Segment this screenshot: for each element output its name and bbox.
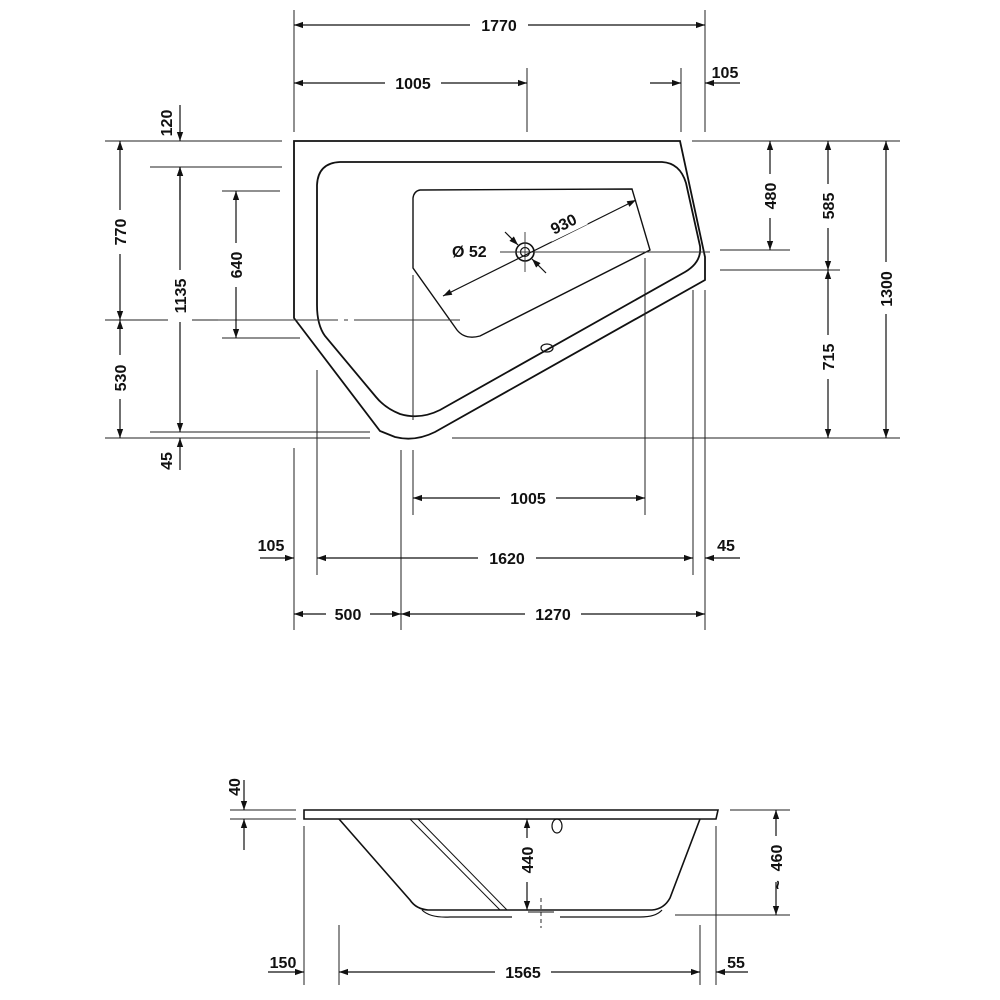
dim-inner-depth-left: 1135 <box>173 279 190 314</box>
dim-width-left-to-drain: 1005 <box>395 76 431 93</box>
section-dimension-lines <box>240 780 780 976</box>
dim-offset-right: 55 <box>727 955 745 972</box>
dim-inner-depth: 440 <box>520 847 537 874</box>
dim-rim-thickness: 40 <box>227 778 244 796</box>
plan-extension-lines <box>105 10 900 630</box>
dim-offset-right-bottom: 45 <box>717 538 735 555</box>
bathtub-outer-outline <box>293 140 706 440</box>
dim-depth-right-mid: 585 <box>821 193 838 220</box>
dim-depth-left-lower: 530 <box>113 365 130 392</box>
dim-offset-left-bottom: 105 <box>258 538 285 555</box>
section-dimension-labels: 40 440 460 ~ 150 1565 55 <box>227 778 788 983</box>
dim-depth-left-upper: 770 <box>113 219 130 246</box>
dim-offset-bottom-left: 45 <box>159 452 176 470</box>
section-view <box>303 809 719 928</box>
plan-view <box>293 140 706 440</box>
section-extension-lines <box>230 809 790 985</box>
section-tub-foot <box>421 909 663 918</box>
bathtub-inner-outline <box>316 161 702 418</box>
dim-depth-right-lower: 715 <box>821 344 838 371</box>
dim-offset-left: 150 <box>270 955 297 972</box>
plan-dimension-labels: 1770 1005 105 120 770 530 45 1135 640 Ø … <box>108 14 898 625</box>
dim-overall-width: 1770 <box>481 18 517 35</box>
approx-symbol: ~ <box>770 880 787 889</box>
section-rim <box>303 809 719 820</box>
dim-inner-width: 1620 <box>489 551 525 568</box>
dim-bottom-width: 1565 <box>505 965 541 982</box>
dim-overall-depth: 1300 <box>879 271 896 307</box>
dim-width-right-segment: 1270 <box>535 607 571 624</box>
section-interior-line-2 <box>417 818 508 911</box>
dim-offset-top-left: 120 <box>159 110 176 137</box>
overflow-icon <box>540 343 554 353</box>
dim-offset-right-top: 105 <box>712 65 739 82</box>
dim-drain-diameter: Ø 52 <box>452 244 487 261</box>
dim-basin-depth-left: 640 <box>229 252 246 279</box>
bathtub-floor-outline <box>412 188 651 338</box>
dim-overall-height: 460 <box>769 845 786 872</box>
section-tub-body <box>338 818 701 911</box>
dim-basin-width-bottom: 1005 <box>510 491 546 508</box>
dim-width-left-segment: 500 <box>335 607 362 624</box>
section-overflow-icon <box>551 818 563 834</box>
dim-depth-right-upper: 480 <box>763 183 780 210</box>
section-interior-line <box>409 818 501 911</box>
